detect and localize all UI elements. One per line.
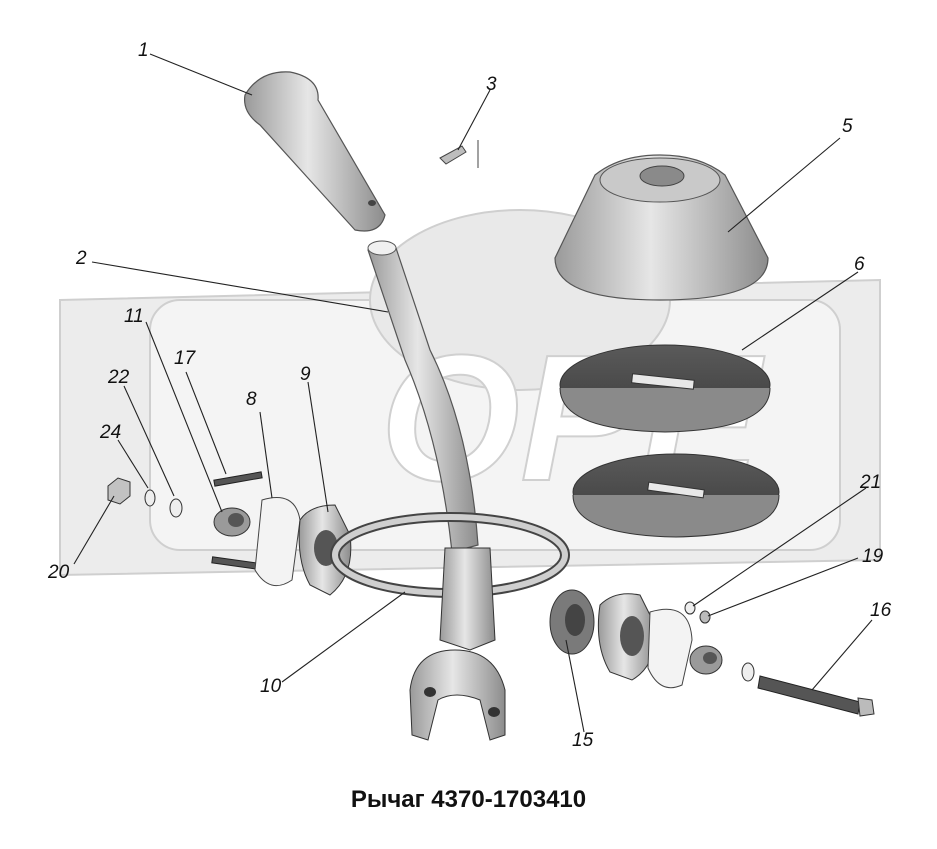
callout-22: 22 [107, 367, 130, 388]
diagram-caption: Рычаг 4370-1703410 [350, 786, 587, 813]
washer-21 [684, 601, 696, 615]
callout-1: 1 [138, 40, 149, 61]
gasket-8 [254, 497, 301, 587]
bushing-right [689, 645, 723, 675]
callout-24: 24 [99, 422, 121, 443]
bushing-11 [213, 507, 251, 537]
callout-5: 5 [842, 116, 853, 137]
lever-fork [409, 547, 506, 741]
callout-19: 19 [862, 546, 884, 567]
leader-lines [73, 53, 873, 733]
flange-right [597, 593, 656, 681]
callout-6: 6 [854, 254, 865, 275]
bearing-housing-15 [549, 589, 595, 655]
upper-seal-disc [559, 344, 771, 433]
callout-9: 9 [300, 364, 311, 385]
callout-8: 8 [246, 389, 257, 410]
callout-3: 3 [486, 74, 497, 95]
lever-rod [367, 240, 479, 553]
nut-19 [699, 610, 711, 624]
gear-knob [243, 71, 386, 232]
callout-16: 16 [870, 600, 892, 621]
callout-20: 20 [47, 562, 70, 583]
bolt-17 [213, 471, 263, 487]
lower-seal-disc [572, 453, 780, 538]
callout-10: 10 [260, 676, 282, 697]
washer-right [741, 662, 755, 682]
callout-17: 17 [174, 348, 197, 369]
callout-15: 15 [572, 730, 594, 751]
washer-22 [169, 498, 183, 518]
callout-11: 11 [124, 306, 144, 327]
bolt-16 [757, 675, 875, 717]
boot-cover [554, 154, 769, 301]
pin [439, 140, 479, 168]
callout-2: 2 [75, 248, 87, 269]
gasket-right [647, 608, 693, 689]
washer-24 [144, 489, 156, 507]
callout-21: 21 [859, 472, 881, 493]
